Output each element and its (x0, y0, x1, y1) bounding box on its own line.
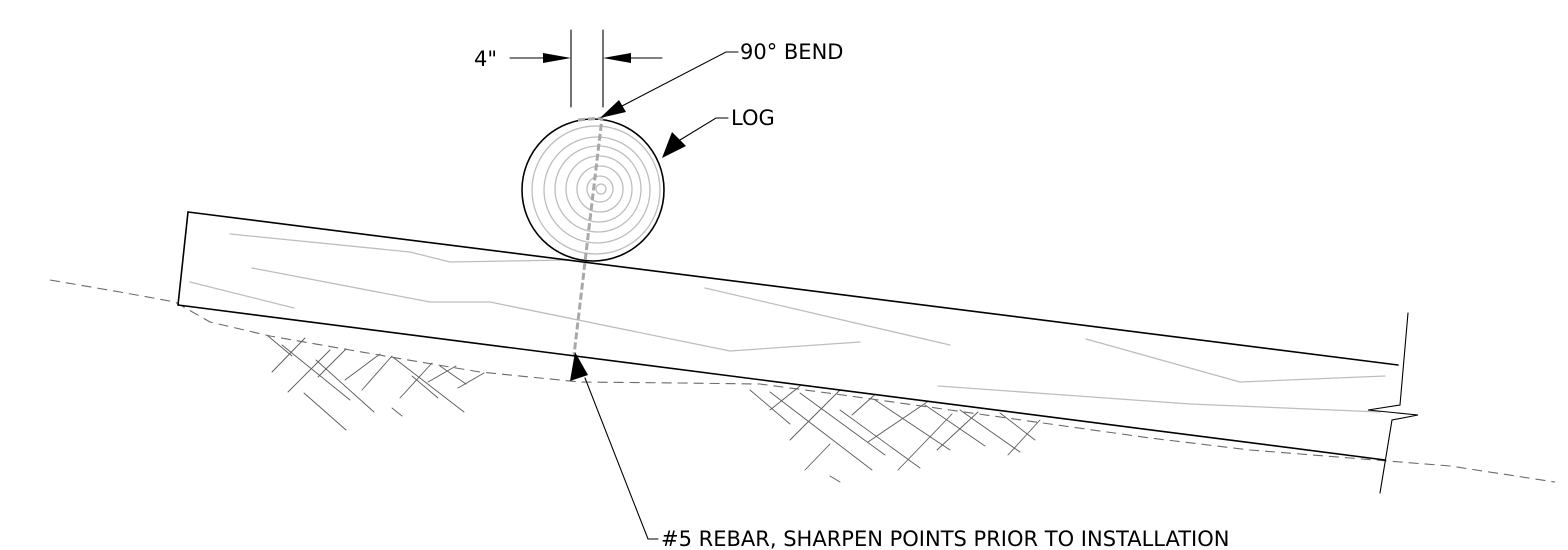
bend-label: 90° BEND (740, 40, 843, 64)
ground-line (49, 279, 1556, 483)
timber-grain (189, 233, 1386, 413)
log-leader (662, 117, 729, 158)
timber-member (178, 212, 1398, 460)
dimension-arrows (509, 53, 663, 63)
rebar (572, 116, 604, 356)
rebar-label: #5 REBAR, SHARPEN POINTS PRIOR TO INSTAL… (661, 527, 1229, 550)
log-label: LOG (731, 106, 775, 130)
rebar-leader (570, 352, 659, 540)
break-line (1367, 312, 1419, 494)
dimension-label: 4" (474, 47, 497, 71)
soil-hatching-right (749, 385, 1041, 483)
dimension-extension-lines (570, 29, 604, 108)
soil-hatching-left (267, 335, 485, 431)
timber-outline (177, 211, 1399, 461)
bend-leader (600, 51, 739, 118)
